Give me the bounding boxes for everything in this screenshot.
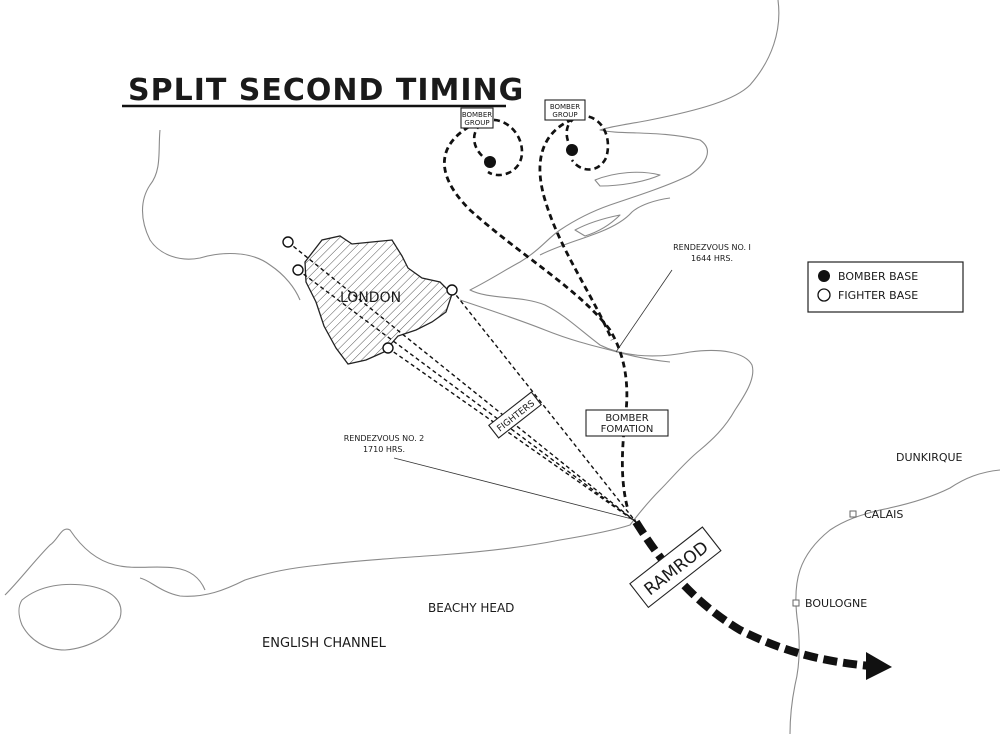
legend-fighter-label: FIGHTER BASE bbox=[838, 289, 918, 302]
bomber-base-1 bbox=[484, 156, 496, 168]
fighter-base-3 bbox=[446, 284, 458, 296]
label-english-channel: ENGLISH CHANNEL bbox=[262, 636, 387, 651]
rendezvous-2-name: RENDEZVOUS NO. 2 bbox=[344, 434, 425, 443]
label-dunkirque: DUNKIRQUE bbox=[896, 451, 963, 464]
label-boulogne: BOULOGNE bbox=[805, 597, 867, 610]
ramrod-arrowhead bbox=[866, 652, 892, 680]
fighter-routes bbox=[287, 241, 637, 523]
bomber-formation-box: BOMBER FOMATION bbox=[585, 409, 669, 437]
boulogne-marker bbox=[792, 599, 800, 607]
rendezvous-2-time: 1710 HRS. bbox=[363, 445, 405, 454]
coastline-france bbox=[789, 469, 1000, 734]
legend: BOMBER BASE FIGHTER BASE bbox=[807, 261, 964, 313]
ramrod-box: RAMROD bbox=[629, 526, 722, 609]
label-london: LONDON bbox=[340, 290, 401, 306]
svg-text:GROUP: GROUP bbox=[552, 111, 577, 119]
coastline-west bbox=[141, 129, 301, 301]
coastline-england bbox=[139, 0, 780, 597]
svg-text:BOMBER: BOMBER bbox=[550, 103, 580, 111]
bomber-group-1-box: BOMBER GROUP bbox=[460, 107, 494, 129]
fighter-base-2 bbox=[292, 264, 304, 276]
isle-of-wight bbox=[18, 583, 122, 651]
label-calais: CALAIS bbox=[864, 508, 903, 521]
calais-marker bbox=[849, 510, 857, 518]
svg-text:FOMATION: FOMATION bbox=[601, 424, 654, 435]
map-title: SPLIT SECOND TIMING bbox=[128, 73, 524, 108]
svg-text:BOMBER: BOMBER bbox=[605, 413, 648, 424]
rendezvous-2-leader bbox=[393, 457, 637, 521]
london-area bbox=[304, 235, 453, 365]
legend-bomber-icon bbox=[818, 270, 830, 282]
bomber-route-1 bbox=[443, 120, 630, 511]
solent-coast bbox=[4, 528, 206, 596]
svg-text:BOMBER: BOMBER bbox=[462, 111, 492, 119]
bomber-group-2-box: BOMBER GROUP bbox=[544, 99, 586, 121]
bomber-group-2-loop bbox=[565, 114, 610, 171]
estuary-north-shore bbox=[539, 197, 671, 256]
ramrod-route bbox=[632, 519, 871, 670]
rendezvous-1-leader bbox=[615, 269, 673, 353]
rendezvous-1-name: RENDEZVOUS NO. I bbox=[673, 243, 751, 252]
legend-fighter-icon bbox=[817, 288, 831, 302]
fighter-base-1 bbox=[282, 236, 294, 248]
thames-estuary bbox=[459, 299, 671, 363]
legend-bomber-label: BOMBER BASE bbox=[838, 270, 918, 283]
label-beachy-head: BEACHY HEAD bbox=[428, 601, 514, 615]
rendezvous-1-time: 1644 HRS. bbox=[691, 254, 733, 263]
svg-text:GROUP: GROUP bbox=[464, 119, 489, 127]
bomber-route-2 bbox=[538, 114, 614, 341]
fighter-base-4 bbox=[382, 342, 394, 354]
fighters-box: FIGHTERS bbox=[488, 391, 542, 439]
estuary-islands bbox=[574, 171, 661, 237]
bomber-base-2 bbox=[566, 144, 578, 156]
bomber-group-1-loop bbox=[472, 118, 524, 177]
